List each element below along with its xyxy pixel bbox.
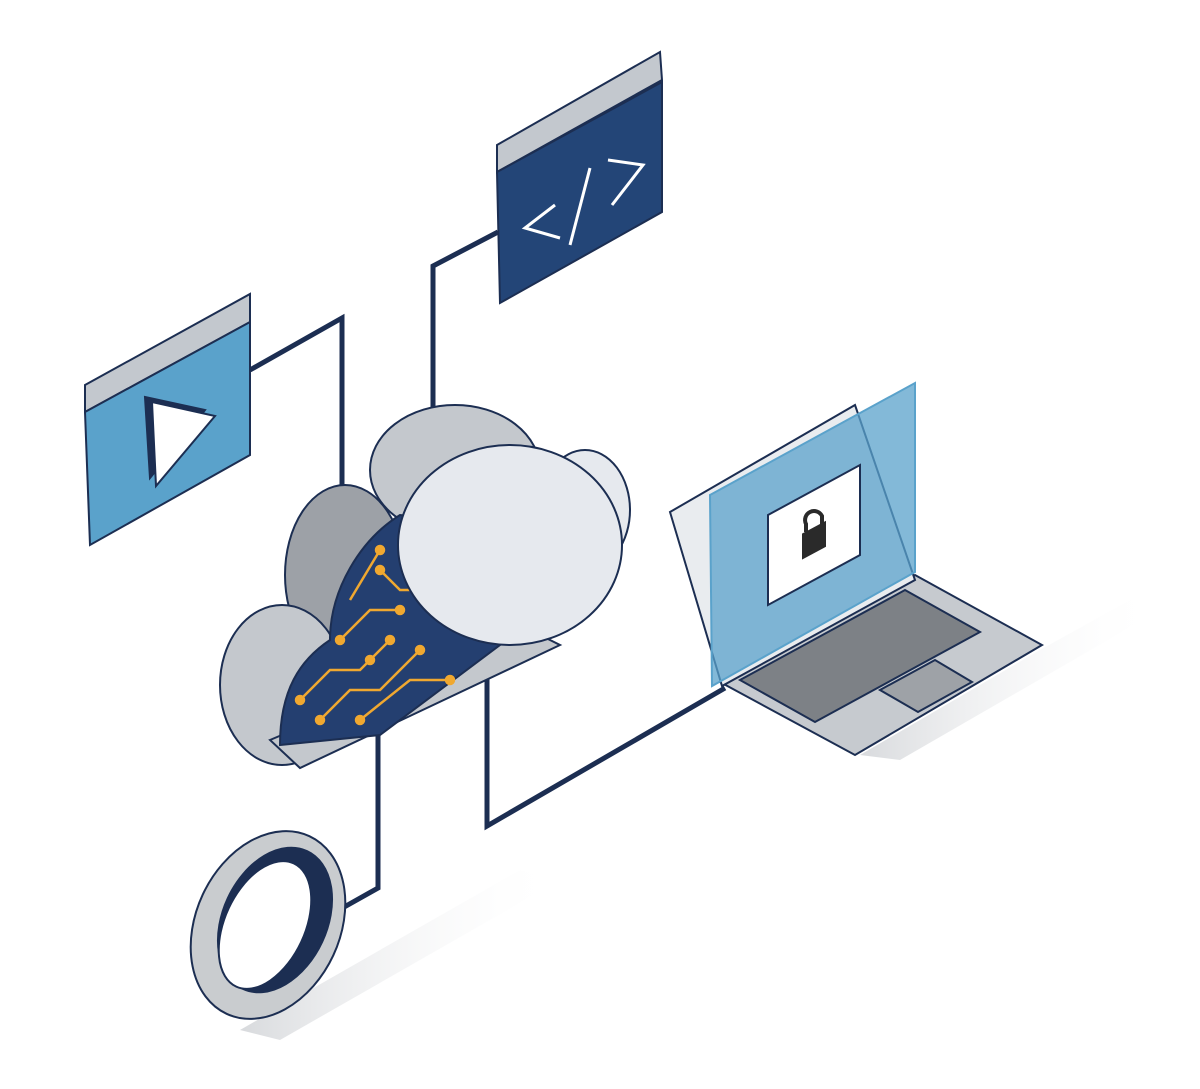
circuit-traces bbox=[294, 544, 456, 726]
laptop-touchpad bbox=[877, 658, 975, 714]
laptop-keyboard bbox=[737, 588, 983, 724]
code-icon bbox=[521, 158, 646, 246]
lock-icon bbox=[802, 509, 826, 560]
cloud bbox=[219, 404, 631, 770]
code-window bbox=[495, 50, 664, 305]
gear-shadow bbox=[240, 870, 560, 1040]
video-window bbox=[83, 292, 251, 547]
cloud-front-face bbox=[397, 444, 623, 646]
line-cloud-to-laptop bbox=[484, 672, 727, 831]
code-window-bar bbox=[496, 50, 664, 174]
laptop-shadow bbox=[860, 600, 1160, 760]
line-code-to-cloud bbox=[430, 229, 500, 442]
connection-lines bbox=[248, 229, 727, 918]
gear-icon bbox=[189, 830, 347, 1020]
play-icon bbox=[150, 400, 217, 489]
code-window-panel bbox=[495, 80, 663, 305]
line-play-to-cloud bbox=[248, 313, 345, 514]
laptop bbox=[668, 381, 1045, 757]
